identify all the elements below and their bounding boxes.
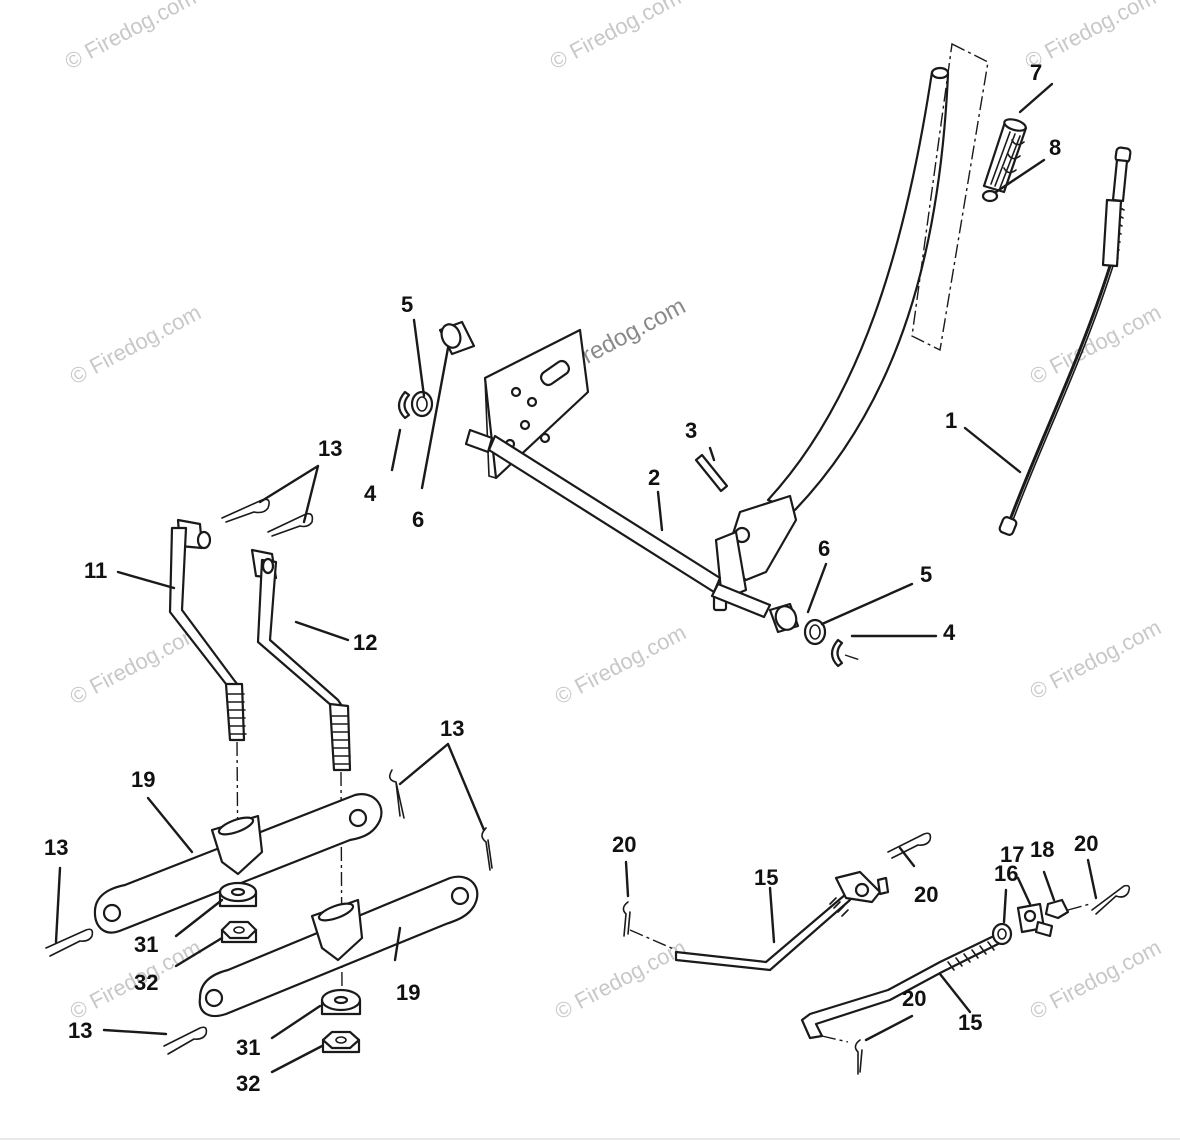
part-1-cable xyxy=(998,146,1132,536)
part-5-washer-left xyxy=(410,390,434,418)
part-15-adjust-rod-upper xyxy=(629,870,890,972)
callout-13: 13 xyxy=(44,835,68,860)
callout-19: 19 xyxy=(396,980,420,1005)
callout-15: 15 xyxy=(754,865,778,890)
part-17-trunnion xyxy=(1016,902,1054,938)
part-13-hairpin-clip xyxy=(388,769,493,871)
part-18-nut xyxy=(1044,898,1091,920)
callout-20: 20 xyxy=(914,882,938,907)
callout-6: 6 xyxy=(818,536,830,561)
watermark-text: © Firedog.com xyxy=(551,619,690,709)
callout-13: 13 xyxy=(68,1018,92,1043)
part-31-spacer-upper xyxy=(218,881,258,908)
grip-phantom-outline xyxy=(911,42,989,352)
part-32-nut-lower xyxy=(321,1030,361,1054)
part-7-grip xyxy=(982,118,1028,194)
part-20-cotter-pin xyxy=(622,901,631,937)
callout-20: 20 xyxy=(902,986,926,1011)
part-20-cotter-pin xyxy=(887,832,932,859)
part-13-hairpin-clip xyxy=(45,928,94,957)
callout-15: 15 xyxy=(958,1010,982,1035)
callout-31: 31 xyxy=(134,932,158,957)
callout-13: 13 xyxy=(440,716,464,741)
part-19-lift-arm-upper xyxy=(93,793,383,934)
callout-12: 12 xyxy=(353,630,377,655)
callout-20: 20 xyxy=(1074,831,1098,856)
callout-4: 4 xyxy=(943,620,956,645)
callout-labels: 1 2 3 4 4 5 5 6 6 7 8 11 12 13 13 13 13 … xyxy=(44,60,1098,1096)
leader-lines xyxy=(54,82,1098,1074)
callout-4: 4 xyxy=(364,481,377,506)
lift-lever xyxy=(712,66,950,612)
watermark-text: © Firedog.com xyxy=(1026,614,1165,704)
part-8-nut xyxy=(981,189,999,203)
callout-1: 1 xyxy=(945,408,957,433)
part-6-bushing-right xyxy=(768,602,800,634)
part-16-washer xyxy=(991,922,1013,946)
callout-18: 18 xyxy=(1030,837,1054,862)
part-32-nut-upper xyxy=(220,920,258,944)
part-3-roll-pin xyxy=(694,453,729,493)
callout-2: 2 xyxy=(648,465,660,490)
callout-31: 31 xyxy=(236,1035,260,1060)
callout-13: 13 xyxy=(318,436,342,461)
part-13-hairpin-clip xyxy=(163,1026,208,1055)
watermark-text: © Firedog.com xyxy=(1026,934,1165,1024)
callout-32: 32 xyxy=(134,970,158,995)
callout-11: 11 xyxy=(84,558,107,583)
callout-17: 17 xyxy=(1000,842,1024,867)
callout-5: 5 xyxy=(920,562,932,587)
watermark-text: © Firedog.com xyxy=(61,0,200,74)
callout-8: 8 xyxy=(1049,135,1061,160)
part-11-lift-link xyxy=(168,518,247,881)
part-4-eclip-left xyxy=(397,390,411,420)
part-4-eclip-right xyxy=(830,638,861,668)
callout-5: 5 xyxy=(401,292,413,317)
callout-6: 6 xyxy=(412,507,424,532)
part-13-hairpin-clip xyxy=(221,498,314,537)
part-5-washer-right xyxy=(803,618,827,646)
callout-16: 16 xyxy=(994,861,1018,886)
watermark-text: © Firedog.com xyxy=(66,619,205,709)
part-6-bushing-left xyxy=(438,320,476,356)
callout-20: 20 xyxy=(612,832,636,857)
part-19-lift-arm-lower xyxy=(198,875,479,1018)
watermark-text: © Firedog.com xyxy=(546,0,685,74)
callout-32: 32 xyxy=(236,1071,260,1096)
watermark-text: © Firedog.com xyxy=(551,934,690,1024)
bottom-divider xyxy=(0,1138,1180,1140)
callout-7: 7 xyxy=(1030,60,1042,85)
watermark-text: © Firedog.com xyxy=(66,299,205,389)
part-20-cotter-pin xyxy=(1091,884,1131,915)
callout-3: 3 xyxy=(685,418,697,443)
part-20-cotter-pin xyxy=(854,1039,863,1075)
part-2-shaft xyxy=(464,428,772,619)
callout-19: 19 xyxy=(131,767,155,792)
part-31-spacer-lower xyxy=(320,988,362,1016)
